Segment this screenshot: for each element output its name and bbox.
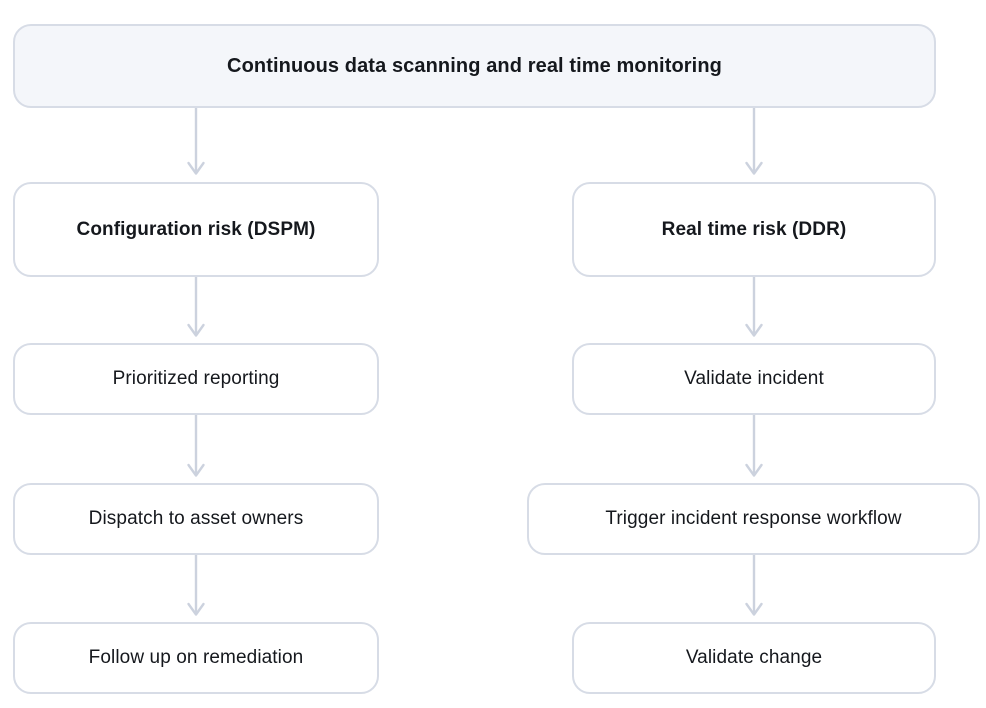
arrow-prioritized-reporting-to-dispatch xyxy=(186,415,206,483)
node-label: Continuous data scanning and real time m… xyxy=(227,54,722,77)
arrow-configuration-risk-to-prioritized-reporting xyxy=(186,277,206,343)
arrow-dispatch-to-follow-up xyxy=(186,555,206,622)
arrow-header-to-real-time-risk xyxy=(744,108,764,182)
node-continuous-data-scanning[interactable]: Continuous data scanning and real time m… xyxy=(13,24,936,108)
arrow-validate-incident-to-trigger-workflow xyxy=(744,415,764,483)
node-label: Validate change xyxy=(685,647,823,669)
arrow-real-time-risk-to-validate-incident xyxy=(744,277,764,343)
node-validate-change[interactable]: Validate change xyxy=(572,622,936,694)
node-label: Configuration risk (DSPM) xyxy=(76,218,316,240)
node-label: Validate incident xyxy=(684,368,824,390)
node-trigger-incident-response-workflow[interactable]: Trigger incident response workflow xyxy=(527,483,980,555)
node-prioritized-reporting[interactable]: Prioritized reporting xyxy=(13,343,379,415)
node-configuration-risk[interactable]: Configuration risk (DSPM) xyxy=(13,182,379,277)
node-real-time-risk[interactable]: Real time risk (DDR) xyxy=(572,182,936,277)
node-label: Prioritized reporting xyxy=(112,368,280,390)
node-label: Real time risk (DDR) xyxy=(661,218,847,240)
node-dispatch-to-asset-owners[interactable]: Dispatch to asset owners xyxy=(13,483,379,555)
node-label: Trigger incident response workflow xyxy=(605,508,902,530)
node-label: Follow up on remediation xyxy=(88,647,304,669)
node-label: Dispatch to asset owners xyxy=(88,508,304,530)
node-validate-incident[interactable]: Validate incident xyxy=(572,343,936,415)
arrow-header-to-configuration-risk xyxy=(186,108,206,182)
node-follow-up-on-remediation[interactable]: Follow up on remediation xyxy=(13,622,379,694)
arrow-trigger-workflow-to-validate-change xyxy=(744,555,764,622)
